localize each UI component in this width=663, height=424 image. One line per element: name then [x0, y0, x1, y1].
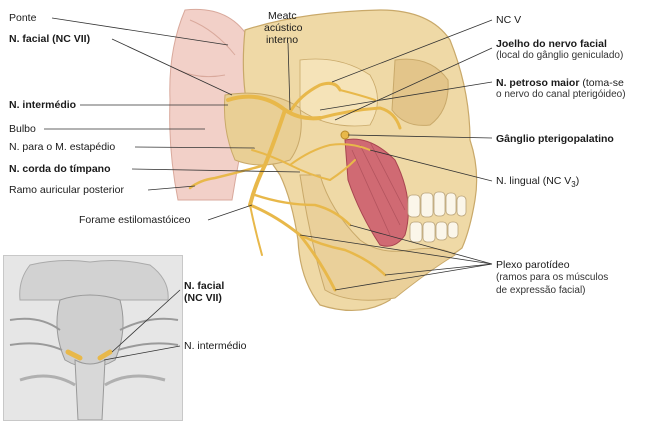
- inset-brainstem: [4, 256, 182, 421]
- label-plexo: Plexo parotídeo: [496, 259, 570, 271]
- leader-lines: [44, 17, 493, 291]
- label-petroso-sub-1: (toma-se: [582, 77, 624, 89]
- label-meato-1: Meatc: [268, 10, 297, 22]
- inset-label-n-intermedio: N. intermédio: [184, 340, 247, 352]
- label-joelho-sub: (local do gânglio geniculado): [496, 50, 624, 61]
- label-ramo-auricular: Ramo auricular posterior: [9, 184, 124, 196]
- label-plexo-sub-2: de expressão facial): [496, 285, 586, 296]
- label-lingual-main: N. lingual (NC V: [496, 175, 572, 187]
- pterygoid-muscle: [344, 138, 409, 247]
- label-n-estapedio: N. para o M. estapédio: [9, 141, 116, 153]
- label-plexo-sub-1: (ramos para os músculos: [496, 272, 609, 283]
- label-n-facial: N. facial (NC VII): [9, 33, 91, 45]
- label-lingual-sub: 3: [571, 180, 576, 190]
- inset-frame: [3, 255, 183, 421]
- label-petroso: N. petroso maior (toma-se: [496, 77, 624, 89]
- label-forame: Forame estilomastóiceo: [79, 214, 191, 226]
- teeth: [407, 191, 467, 243]
- label-bulbo: Bulbo: [9, 123, 36, 135]
- label-petroso-title: N. petroso maior: [496, 77, 580, 89]
- label-lingual-close: ): [575, 175, 580, 187]
- label-meato-3: interno: [266, 34, 299, 46]
- label-nc-v: NC V: [496, 14, 522, 26]
- label-meato-2: acústico: [264, 22, 303, 34]
- label-ganglio: Gânglio pterigopalatino: [496, 133, 614, 145]
- inset-label-n-facial-1: N. facial: [184, 280, 225, 292]
- inset-label-n-facial-2: (NC VII): [184, 292, 222, 304]
- label-petroso-sub-2: o nervo do canal pterigóideo): [496, 89, 626, 100]
- facial-nerve-branches: [188, 81, 402, 292]
- label-n-lingual: N. lingual (NC V3): [496, 175, 579, 191]
- label-joelho: Joelho do nervo facial: [496, 38, 607, 50]
- label-n-intermedio: N. intermédio: [9, 99, 77, 111]
- label-ponte: Ponte: [9, 12, 37, 24]
- label-n-corda-timpano: N. corda do tímpano: [9, 163, 111, 175]
